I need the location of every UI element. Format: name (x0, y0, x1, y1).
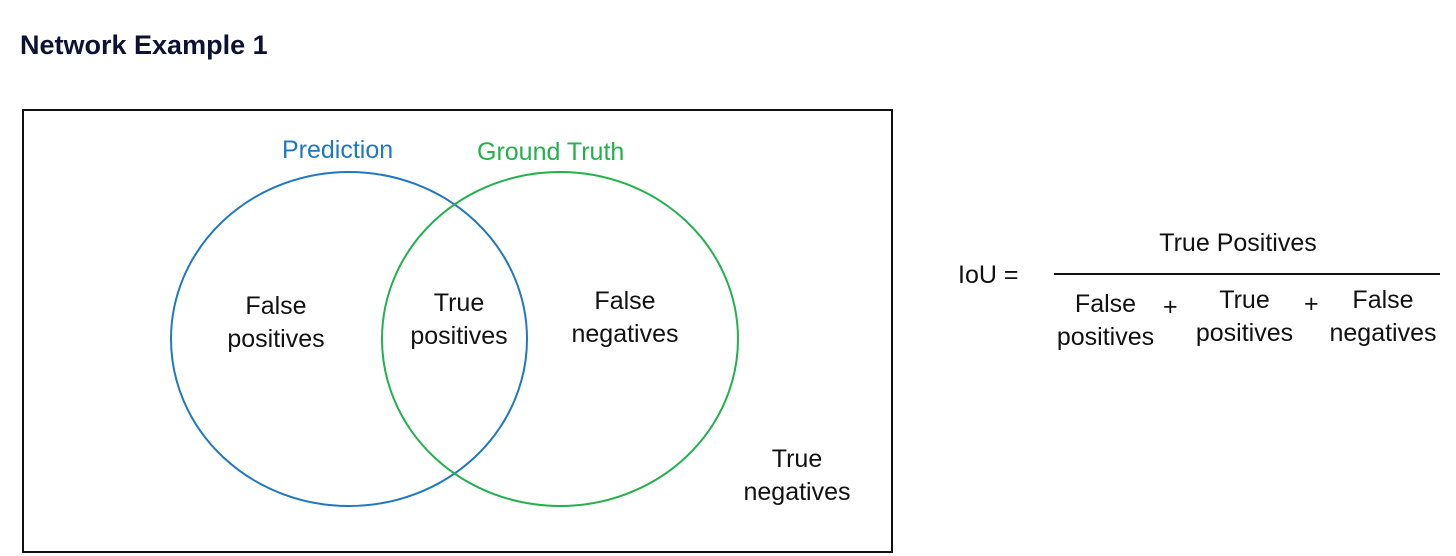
true-positives-region-label: True positives (410, 289, 508, 350)
ground-truth-label: Ground Truth (477, 138, 625, 166)
formula-denominator-true-positives: True positives (1195, 286, 1294, 347)
venn-diagram-frame (22, 109, 893, 553)
true-negatives-region-label: True negatives (743, 445, 851, 506)
prediction-circle (170, 171, 528, 507)
page-title: Network Example 1 (20, 30, 268, 60)
fraction-bar (1054, 273, 1440, 275)
plus-sign-2: + (1304, 290, 1319, 318)
false-negatives-region-label: False negatives (571, 287, 679, 348)
ground-truth-circle (381, 171, 739, 507)
iou-formula-lhs: IoU = (958, 261, 1019, 289)
plus-sign-1: + (1163, 293, 1178, 321)
formula-denominator-false-positives: False positives (1056, 290, 1155, 351)
false-positives-region-label: False positives (227, 292, 325, 353)
formula-numerator: True Positives (1159, 229, 1317, 257)
prediction-label: Prediction (282, 136, 394, 164)
formula-denominator-false-negatives: False negatives (1329, 286, 1437, 347)
